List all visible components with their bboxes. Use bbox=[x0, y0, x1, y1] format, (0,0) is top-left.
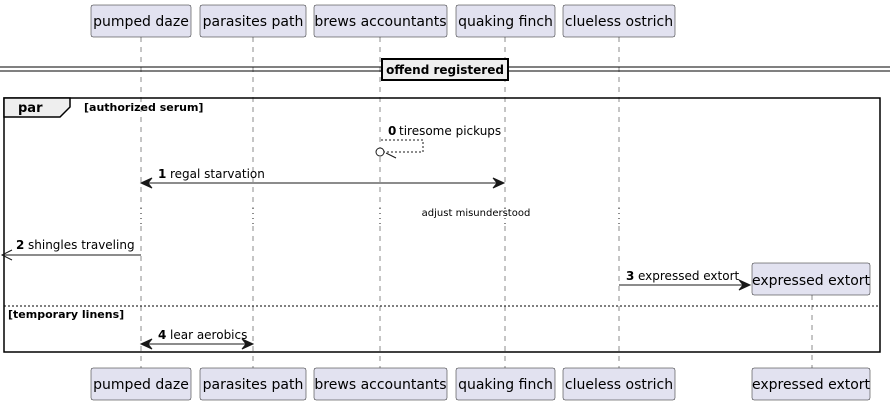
message-2-shingles-traveling: 2 shingles traveling bbox=[0, 238, 141, 261]
group-keyword: par bbox=[18, 101, 43, 116]
participants-top: pumped daze parasites path brews account… bbox=[90, 4, 676, 38]
participant-label: parasites path bbox=[203, 377, 304, 393]
message-1-regal-starvation: 1 regal starvation bbox=[139, 167, 506, 189]
participant-parasites-path: parasites path bbox=[199, 4, 307, 38]
message-number-3: 3 bbox=[626, 269, 634, 283]
participant-label: clueless ostrich bbox=[565, 14, 673, 30]
message-0-tiresome-pickups: 0 tiresome pickups bbox=[375, 124, 501, 159]
message-label-3: expressed extort bbox=[638, 269, 740, 283]
participant-label: quaking finch bbox=[458, 377, 553, 393]
participant-quaking-finch: quaking finch bbox=[455, 4, 556, 38]
participant-clueless-ostrich: clueless ostrich bbox=[562, 4, 676, 38]
participant-expressed-extort-created: expressed extort bbox=[751, 262, 871, 296]
participant-quaking-finch-bottom: quaking finch bbox=[455, 367, 556, 401]
message-label-0: tiresome pickups bbox=[399, 124, 501, 138]
participant-label: brews accountants bbox=[314, 377, 446, 393]
message-number-4: 4 bbox=[158, 328, 166, 342]
message-number: 0 bbox=[388, 124, 396, 138]
guard-authorized-serum: [authorized serum] bbox=[84, 101, 203, 114]
participant-label: clueless ostrich bbox=[565, 377, 673, 393]
participant-label: expressed extort bbox=[752, 273, 871, 289]
participant-parasites-path-bottom: parasites path bbox=[199, 367, 307, 401]
participant-label: parasites path bbox=[203, 14, 304, 30]
message-number-0: 0 bbox=[388, 124, 396, 138]
participant-brews-accountants: brews accountants bbox=[313, 4, 448, 38]
participant-label: brews accountants bbox=[314, 14, 446, 30]
participant-label: expressed extort bbox=[752, 377, 871, 393]
participant-pumped-daze: pumped daze bbox=[90, 4, 192, 38]
divider-offend-registered: offend registered bbox=[0, 58, 890, 81]
message-4-lear-aerobics: 4 lear aerobics bbox=[139, 328, 255, 350]
message-label-2: shingles traveling bbox=[28, 238, 135, 252]
participant-clueless-ostrich-bottom: clueless ostrich bbox=[562, 367, 676, 401]
divider-label: offend registered bbox=[386, 63, 504, 77]
message-label-4: lear aerobics bbox=[170, 328, 247, 342]
participant-pumped-daze-bottom: pumped daze bbox=[90, 367, 192, 401]
delay-note: adjust misunderstood bbox=[422, 208, 531, 219]
lifelines bbox=[140, 37, 813, 368]
participant-expressed-extort-bottom: expressed extort bbox=[751, 367, 871, 401]
participant-label: pumped daze bbox=[93, 377, 189, 393]
message-label-1: regal starvation bbox=[170, 167, 265, 181]
participant-label: pumped daze bbox=[93, 14, 189, 30]
participant-brews-accountants-bottom: brews accountants bbox=[313, 367, 448, 401]
message-number-2: 2 bbox=[16, 238, 24, 252]
par-group-frame: par [authorized serum] [temporary linens… bbox=[3, 97, 881, 353]
guard-temporary-linens: [temporary linens] bbox=[8, 308, 124, 321]
message-3-expressed-extort: 3 expressed extort expressed extort bbox=[619, 262, 871, 296]
participant-label: quaking finch bbox=[458, 14, 553, 30]
message-number-1: 1 bbox=[158, 167, 166, 181]
participants-bottom: pumped daze parasites path brews account… bbox=[90, 367, 871, 401]
